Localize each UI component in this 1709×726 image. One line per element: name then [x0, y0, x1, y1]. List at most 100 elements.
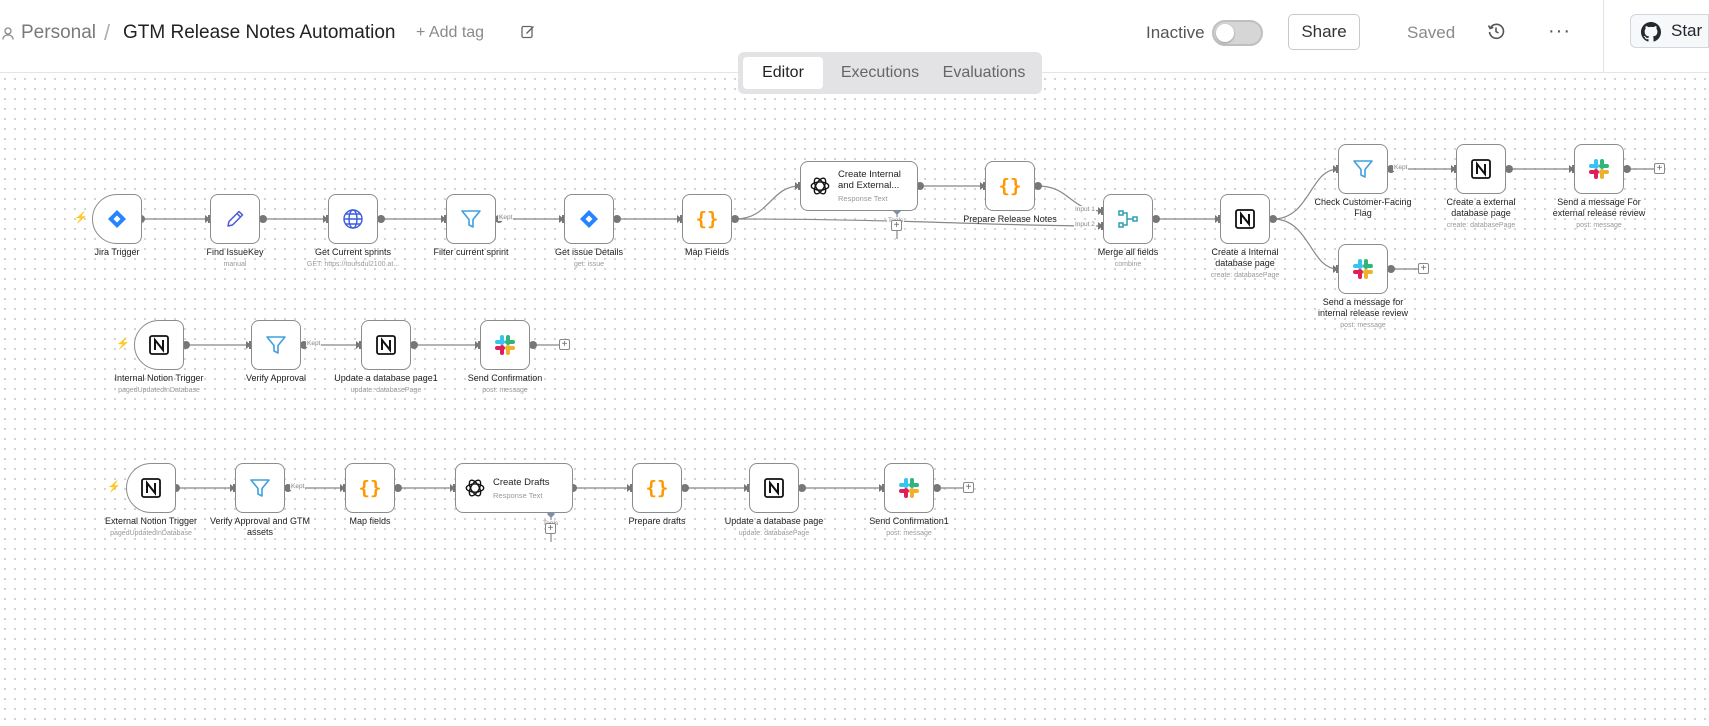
add-node-button[interactable]: +: [1654, 163, 1665, 174]
saved-status: Saved: [1407, 23, 1456, 42]
node-get-current-sprints[interactable]: [328, 194, 378, 244]
node-get-issue-details[interactable]: [564, 194, 614, 244]
connection: [1272, 168, 1339, 220]
code-braces-icon: {}: [645, 477, 669, 499]
edge-label-kept: Kept: [1393, 164, 1409, 171]
code-braces-icon: {}: [358, 477, 382, 499]
node-map-fields[interactable]: {}: [682, 194, 732, 244]
node-label: Send a message for internal release revi…: [1317, 297, 1409, 329]
filter-icon: [266, 336, 286, 354]
add-node-button[interactable]: +: [559, 339, 570, 350]
node-label: Verify Approval: [245, 373, 307, 383]
edge-label-kept: Kept: [306, 340, 322, 347]
node-label: Prepare Release Notes: [963, 214, 1057, 224]
node-create-internal-database-page[interactable]: [1220, 194, 1270, 244]
connection: [1272, 218, 1339, 270]
trigger-bolt-icon: ⚡: [107, 481, 121, 493]
node-create-external-database-page[interactable]: [1456, 144, 1506, 194]
tab-editor[interactable]: Editor: [743, 57, 823, 89]
github-star-button[interactable]: Star: [1630, 14, 1709, 48]
node-map-fields-2[interactable]: {}: [345, 463, 395, 513]
github-icon: [1641, 21, 1661, 53]
node-prepare-release-notes[interactable]: {}: [985, 161, 1035, 211]
node-merge-all-fields[interactable]: [1103, 194, 1153, 244]
node-create-internal-external[interactable]: Create Internal and External... Response…: [800, 161, 918, 211]
node-send-message-external[interactable]: [1574, 144, 1624, 194]
node-label: Filter current sprint: [433, 247, 509, 257]
node-find-issuekey[interactable]: [210, 194, 260, 244]
node-label: Map fields: [349, 516, 391, 526]
node-external-notion-trigger[interactable]: [126, 463, 176, 513]
history-icon[interactable]: [1487, 22, 1505, 45]
notion-icon: [149, 335, 169, 355]
breadcrumb-separator: /: [104, 20, 111, 45]
workflow-title[interactable]: GTM Release Notes Automation: [123, 22, 396, 43]
add-tool-button[interactable]: +: [545, 523, 556, 534]
add-node-button[interactable]: +: [1418, 263, 1429, 274]
slack-icon: [1353, 259, 1373, 279]
node-send-confirmation[interactable]: [480, 320, 530, 370]
jira-icon: [580, 210, 598, 228]
notion-icon: [764, 478, 784, 498]
connections-layer: [137, 165, 1654, 542]
pencil-icon: [227, 210, 244, 227]
node-send-confirmation1[interactable]: [884, 463, 934, 513]
tab-executions[interactable]: Executions: [840, 64, 920, 81]
node-update-database-page[interactable]: [749, 463, 799, 513]
more-options-icon[interactable]: ···: [1548, 20, 1571, 42]
active-toggle[interactable]: [1212, 20, 1263, 46]
node-subtitle: Response Text: [838, 194, 888, 203]
openai-icon: [465, 479, 485, 497]
user-icon: [2, 27, 14, 45]
node-label: Verify Approval and GTM assets: [209, 516, 311, 537]
node-subtitle: Response Text: [493, 490, 543, 500]
edge-label-input1: Input 1: [1074, 206, 1096, 213]
star-label: Star: [1671, 21, 1703, 40]
edit-description-icon[interactable]: [521, 24, 535, 44]
node-update-database-page1[interactable]: [361, 320, 411, 370]
tab-evaluations[interactable]: Evaluations: [942, 64, 1026, 81]
jira-icon: [108, 210, 126, 228]
node-verify-approval-gtm[interactable]: [235, 463, 285, 513]
node-verify-approval[interactable]: [251, 320, 301, 370]
workflow-canvas[interactable]: Kept Kept Input 1 Input 2 Kept Kept Tool…: [0, 74, 1709, 726]
trigger-bolt-icon: ⚡: [116, 338, 130, 350]
edge-label-kept: Kept: [290, 483, 306, 490]
merge-icon: [1118, 210, 1138, 228]
node-send-message-internal[interactable]: [1338, 244, 1388, 294]
notion-icon: [1235, 209, 1255, 229]
filter-icon: [1353, 160, 1373, 178]
notion-icon: [1471, 159, 1491, 179]
node-create-drafts[interactable]: Create Drafts Response Text: [455, 463, 573, 513]
node-internal-notion-trigger[interactable]: [134, 320, 184, 370]
notion-icon: [141, 478, 161, 498]
filter-icon: [250, 479, 270, 497]
node-jira-trigger[interactable]: [92, 194, 142, 244]
node-filter-current-sprint[interactable]: [446, 194, 496, 244]
view-tabs: Editor Executions Evaluations: [738, 52, 1042, 94]
node-check-customer-facing-flag[interactable]: [1338, 144, 1388, 194]
openai-icon: [810, 177, 830, 195]
add-tag-button[interactable]: + Add tag: [416, 24, 485, 41]
globe-icon: [343, 209, 363, 229]
node-title: Create Drafts: [493, 476, 550, 488]
code-braces-icon: {}: [998, 175, 1022, 197]
add-node-button[interactable]: +: [963, 482, 974, 493]
connection: [734, 218, 1104, 227]
slack-icon: [1589, 159, 1609, 179]
add-tool-button[interactable]: +: [891, 220, 902, 231]
breadcrumb-project[interactable]: Personal: [21, 22, 96, 43]
toggle-knob: [1216, 24, 1234, 42]
node-title: Create Internal and External...: [838, 169, 901, 191]
share-button[interactable]: Share: [1288, 14, 1360, 50]
node-prepare-drafts[interactable]: {}: [632, 463, 682, 513]
